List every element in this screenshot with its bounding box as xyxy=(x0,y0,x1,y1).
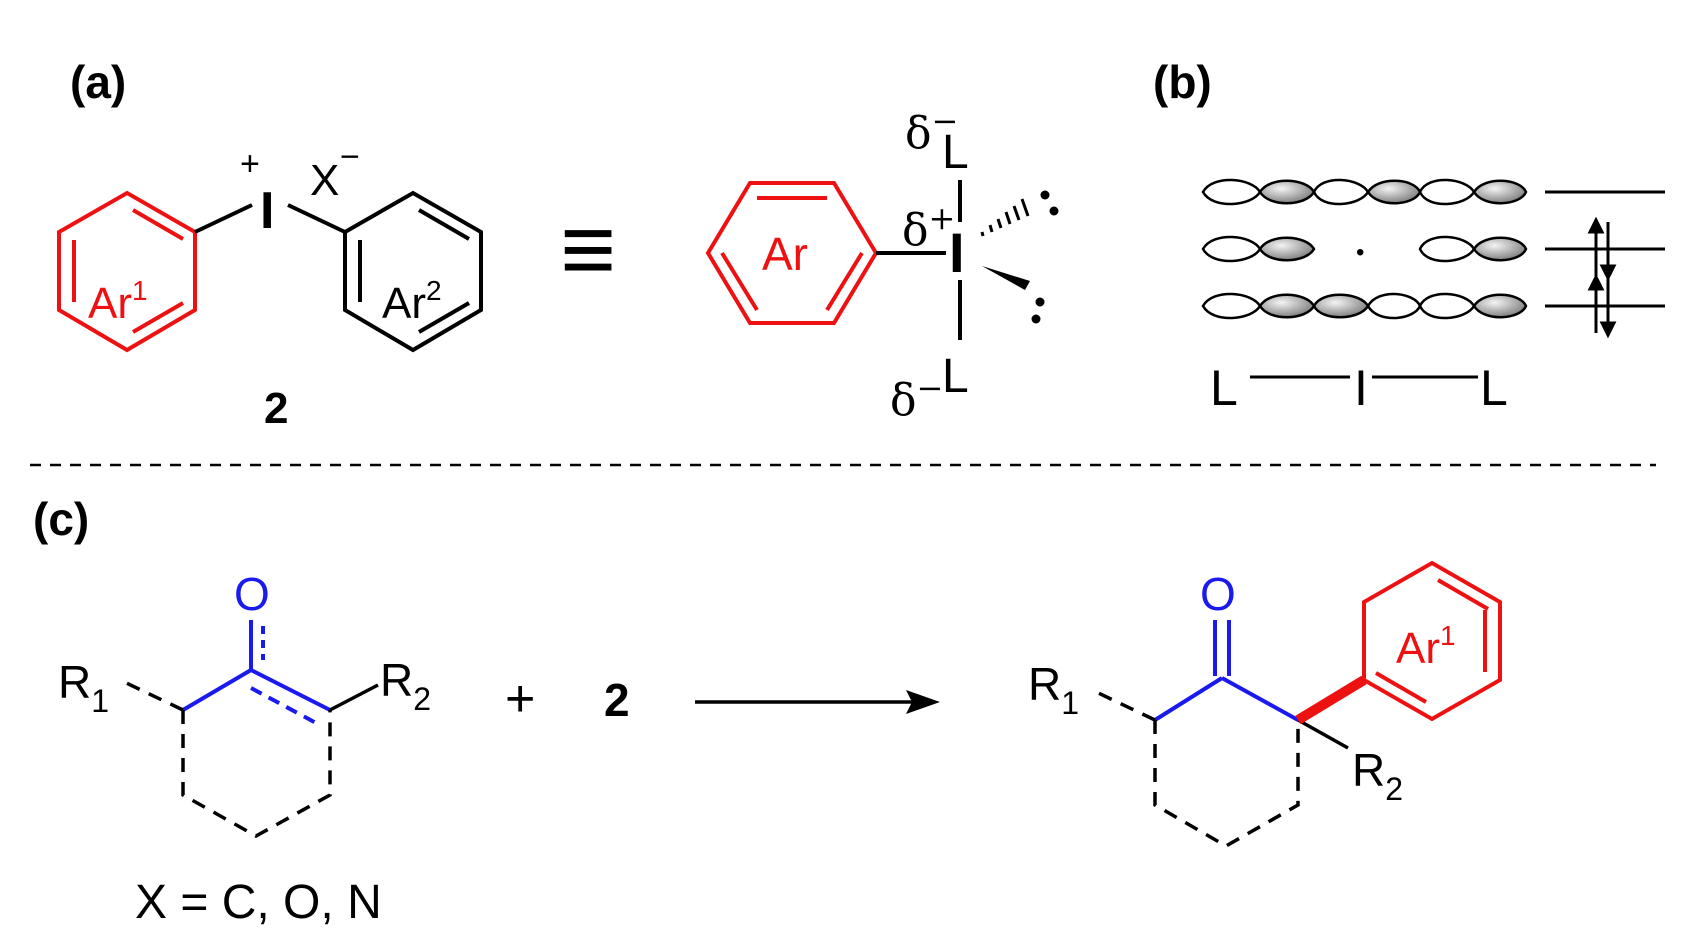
electron-pair-middle xyxy=(1587,216,1617,282)
product-aryl-bond xyxy=(1295,675,1367,725)
panel-c-label: (c) xyxy=(33,493,89,545)
product-carbonyl xyxy=(1153,620,1299,722)
lil-ligand-right: L xyxy=(1480,360,1508,416)
reactant-carbonyl xyxy=(181,620,331,726)
reactant-r1: R1 xyxy=(58,656,109,719)
product-ring-dashed xyxy=(1091,688,1300,849)
orbital-row-top xyxy=(1201,178,1528,206)
panel-a-label: (a) xyxy=(70,56,126,108)
ar1-label: Ar1 xyxy=(88,275,148,328)
iodonium-plus: + xyxy=(240,145,260,183)
iodonium-bonds xyxy=(194,203,346,234)
bottom-ligand: L xyxy=(942,350,969,403)
equivalence-sign: ≡ xyxy=(560,196,616,303)
lone-pair-top xyxy=(1040,190,1059,216)
panel-b: (b) • xyxy=(1153,56,1665,416)
product-r1: R1 xyxy=(1028,658,1079,721)
product-r2-bond xyxy=(1297,718,1349,750)
product-oxygen: O xyxy=(1200,568,1236,620)
iodonium-iodine: I xyxy=(260,182,274,240)
reaction-plus: + xyxy=(505,670,535,728)
lil-iodine: I xyxy=(1354,360,1368,416)
counterion-x: X xyxy=(310,156,339,205)
orbital-row-middle xyxy=(1201,235,1528,263)
reactant-r2: R2 xyxy=(380,654,431,717)
orbital-center-dot: • xyxy=(1356,239,1364,266)
center-delta: δ+ xyxy=(902,199,955,256)
ar2-label: Ar2 xyxy=(382,275,442,328)
ar2-ring xyxy=(343,190,483,353)
panel-a: (a) Ar1 + I X − Ar2 2 ≡ xyxy=(57,56,1059,433)
reactant-r2-bond xyxy=(329,683,379,712)
reagent-number-2: 2 xyxy=(604,674,630,726)
reaction-arrow xyxy=(695,690,940,714)
panel-b-label: (b) xyxy=(1153,56,1212,108)
product-ar1-label: Ar1 xyxy=(1396,620,1456,673)
electron-pair-bottom xyxy=(1587,273,1617,339)
x-condition: X = C, O, N xyxy=(135,876,382,929)
ar-label: Ar xyxy=(762,228,808,280)
reactant-oxygen: O xyxy=(234,568,270,620)
top-delta: δ− xyxy=(905,102,958,159)
bottom-delta: δ− xyxy=(890,369,943,426)
hashed-wedge xyxy=(980,198,1030,237)
product-ar1-ring xyxy=(1362,560,1502,722)
solid-wedge xyxy=(982,266,1030,290)
panel-c: (c) O R1 R2 X = C, O, N + 2 O xyxy=(33,493,1502,929)
top-ligand: L xyxy=(942,126,969,179)
product-r2: R2 xyxy=(1352,744,1403,807)
orbital-row-bottom xyxy=(1201,292,1528,320)
compound-number-2: 2 xyxy=(264,384,288,433)
counterion-minus: − xyxy=(340,138,360,176)
lil-ligand-left: L xyxy=(1210,360,1238,416)
reactant-ring-dashed xyxy=(119,678,332,839)
iodane-iodine: I xyxy=(949,221,965,284)
lone-pair-bottom xyxy=(1031,297,1045,324)
